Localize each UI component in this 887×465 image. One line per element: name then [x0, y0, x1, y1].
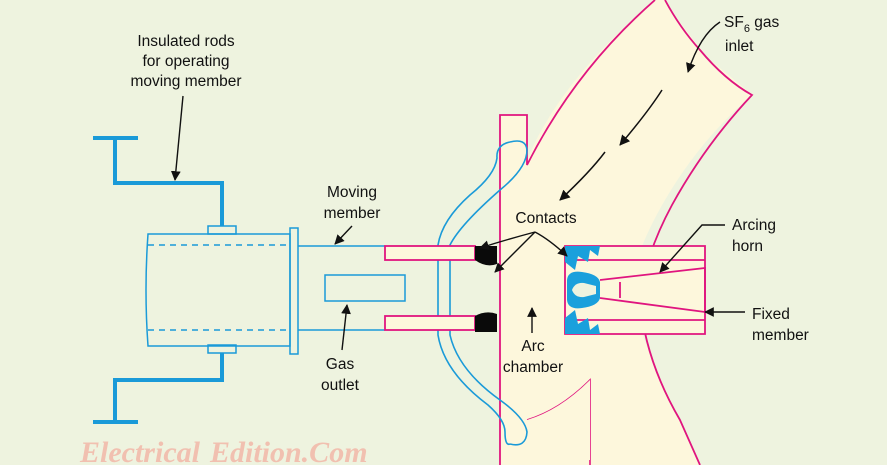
label-insulated-rods-line3: moving member	[130, 73, 241, 90]
fixed-member	[564, 245, 706, 335]
label-moving-member: Moving member	[324, 184, 381, 222]
watermark-word2: Edition.Com	[209, 436, 368, 465]
label-arcing-horn-line1: Arcing	[732, 217, 776, 234]
label-sf6-gas-inlet: SF6 gas inlet	[724, 14, 779, 55]
label-fixed-member-line2: member	[752, 327, 809, 344]
chamber-inner-fill	[505, 300, 590, 460]
label-moving-member-line2: member	[324, 205, 381, 222]
leader-sf6-inlet	[686, 21, 721, 73]
moving-contact-tubes	[384, 245, 476, 331]
upper-rod	[93, 136, 224, 228]
label-arc-chamber-line2: chamber	[503, 359, 563, 376]
label-insulated-rods-line1: Insulated rods	[137, 33, 235, 50]
label-sf6-line2: inlet	[725, 38, 754, 55]
moving-contact-top	[475, 246, 497, 266]
leader-contacts-right	[534, 231, 568, 257]
chamber-lower-fill	[630, 300, 700, 465]
label-insulated-rods: Insulated rods for operating moving memb…	[130, 33, 241, 90]
leader-contacts-left	[494, 231, 536, 273]
insulated-rods	[93, 136, 224, 424]
moving-contact-bottom	[475, 312, 497, 332]
label-fixed-member-line1: Fixed	[752, 306, 790, 323]
label-arcing-horn: Arcing horn	[732, 217, 776, 255]
fixed-contact-slot	[572, 282, 596, 298]
label-gas-outlet-line1: Gas	[326, 356, 355, 373]
watermark: Electrical Edition.Com	[79, 436, 368, 465]
gas-outlet-port	[324, 274, 406, 302]
label-fixed-member: Fixed member	[752, 306, 809, 344]
moving-member	[145, 227, 406, 355]
label-insulated-rods-line2: for operating	[142, 53, 229, 70]
label-gas-outlet: Gas outlet	[321, 356, 360, 394]
leader-moving-member	[334, 225, 353, 245]
cylinder-body	[145, 233, 291, 347]
label-arcing-horn-line2: horn	[732, 238, 763, 255]
sf6-prefix: SF	[724, 14, 744, 31]
leader-arcing-horn	[659, 224, 725, 273]
lower-rod	[93, 352, 224, 424]
arcing-horn	[599, 266, 706, 314]
leader-contacts-left2	[479, 231, 536, 250]
leader-gas-outlet	[341, 304, 351, 351]
sf6-suffix: gas	[750, 14, 780, 31]
arc-chamber-body	[499, 0, 754, 465]
gas-flow-arrows	[559, 89, 663, 201]
label-moving-member-line1: Moving	[327, 184, 377, 201]
leader-arrows	[170, 21, 745, 351]
nozzle	[437, 140, 528, 446]
label-sf6-line1: SF6 gas	[724, 14, 779, 35]
label-gas-outlet-line2: outlet	[321, 377, 360, 394]
moving-tube	[298, 245, 385, 331]
chamber-inlet-wall	[639, 0, 754, 465]
label-contacts: Contacts	[515, 210, 576, 227]
lower-rod-collar	[207, 344, 237, 354]
sf6-subscript: 6	[744, 23, 750, 35]
label-arc-chamber-line1: Arc	[521, 338, 545, 355]
leader-rods	[170, 95, 184, 181]
chamber-outer-wall	[499, 0, 656, 465]
label-arc-chamber: Arc chamber	[503, 338, 563, 376]
watermark-word1: Electrical	[79, 436, 201, 465]
cylinder-flange	[289, 227, 299, 355]
upper-rod-collar	[207, 225, 237, 235]
chamber-fill	[500, 0, 752, 465]
